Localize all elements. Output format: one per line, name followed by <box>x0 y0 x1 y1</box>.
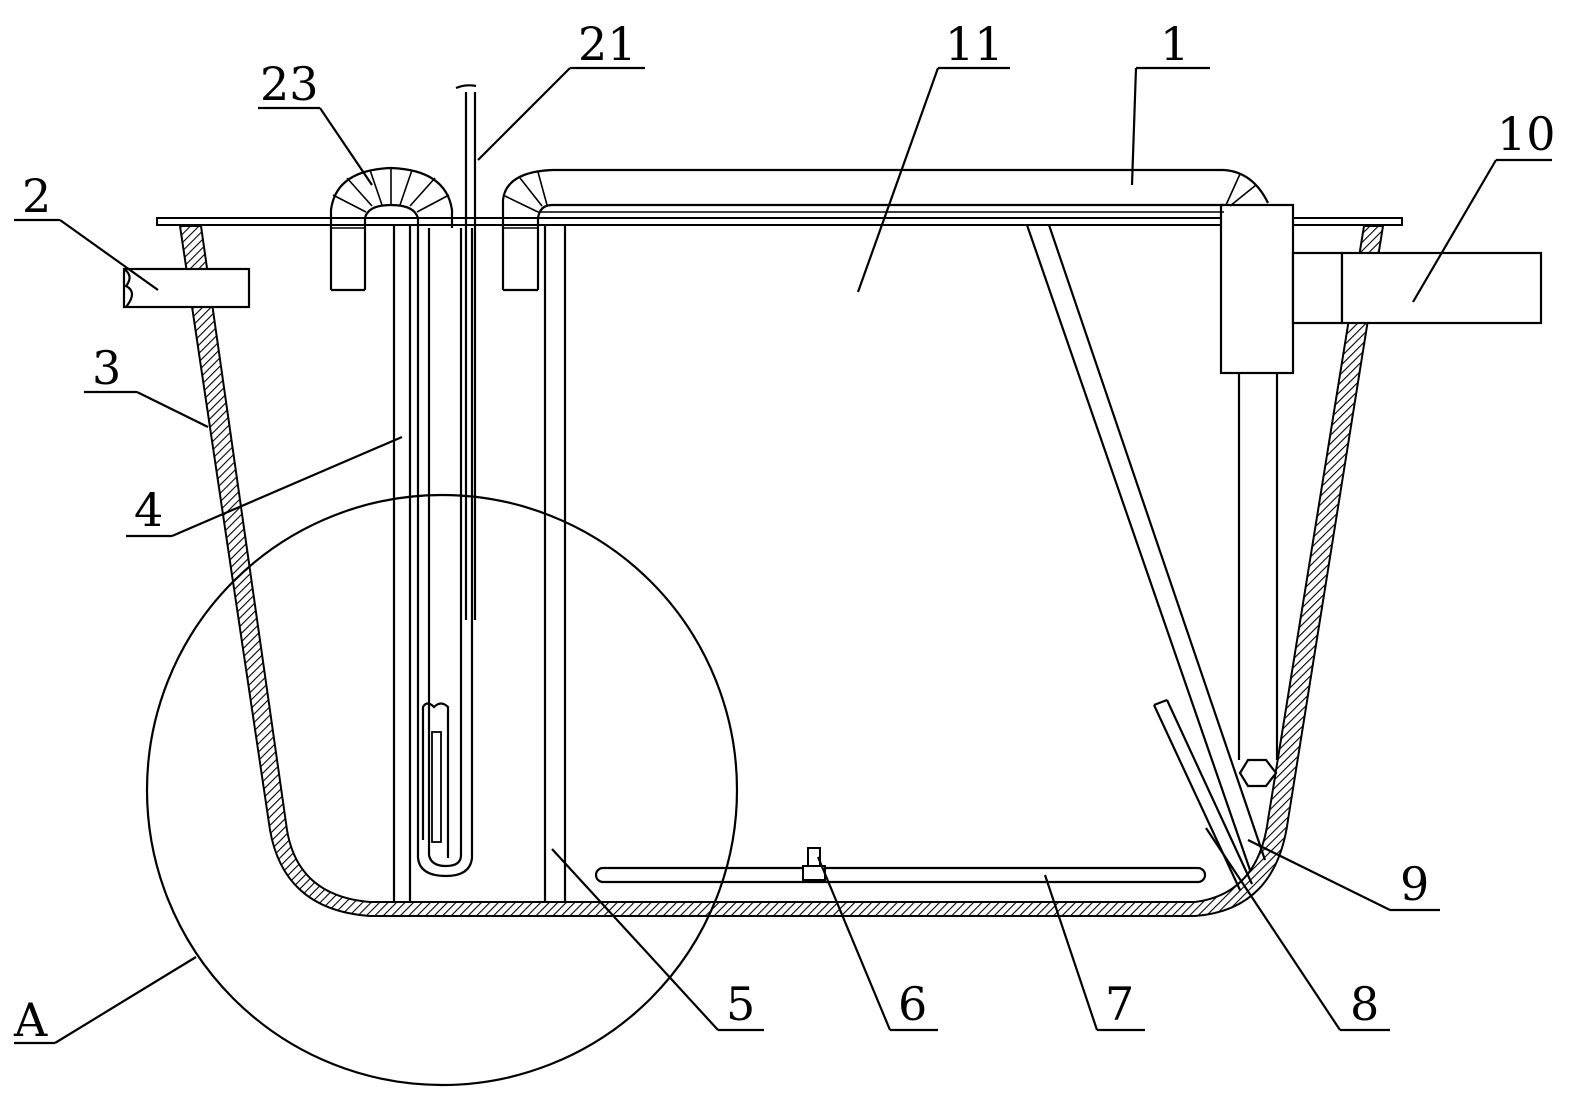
outlet-pipe <box>1219 203 1543 788</box>
bottom-pipe-7 <box>594 866 1207 884</box>
elbow-right <box>501 168 553 292</box>
top-pipe <box>538 168 1269 213</box>
vertical-pipe-4 <box>392 225 474 902</box>
label-3: 3 <box>92 341 121 395</box>
label-a: A <box>13 993 48 1047</box>
diagonal-pipe-8 <box>1153 698 1253 891</box>
label-9: 9 <box>1400 857 1429 911</box>
top-flange <box>156 217 1403 226</box>
label-2: 2 <box>22 169 51 223</box>
label-11: 11 <box>945 17 1004 71</box>
inlet-pipe <box>122 267 251 309</box>
label-8: 8 <box>1350 977 1379 1031</box>
label-10: 10 <box>1497 107 1556 161</box>
label-23: 23 <box>260 57 319 111</box>
u-bend-23 <box>329 166 454 292</box>
detail-circle-a <box>145 493 739 1087</box>
label-4: 4 <box>134 483 163 537</box>
label-5: 5 <box>726 977 755 1031</box>
tank-wall <box>178 225 1385 917</box>
vertical-pipe-5 <box>543 225 567 902</box>
reference-numerals: 1 11 21 23 2 3 4 A 5 6 7 8 9 10 <box>13 17 1556 1047</box>
label-7: 7 <box>1105 977 1134 1031</box>
leader-lines <box>14 66 1552 1045</box>
diagonal-pipe-9 <box>1025 224 1267 871</box>
rod-21 <box>455 84 477 620</box>
valve-6 <box>802 847 826 881</box>
label-6: 6 <box>898 977 927 1031</box>
label-21: 21 <box>578 17 637 71</box>
label-1: 1 <box>1160 17 1189 71</box>
